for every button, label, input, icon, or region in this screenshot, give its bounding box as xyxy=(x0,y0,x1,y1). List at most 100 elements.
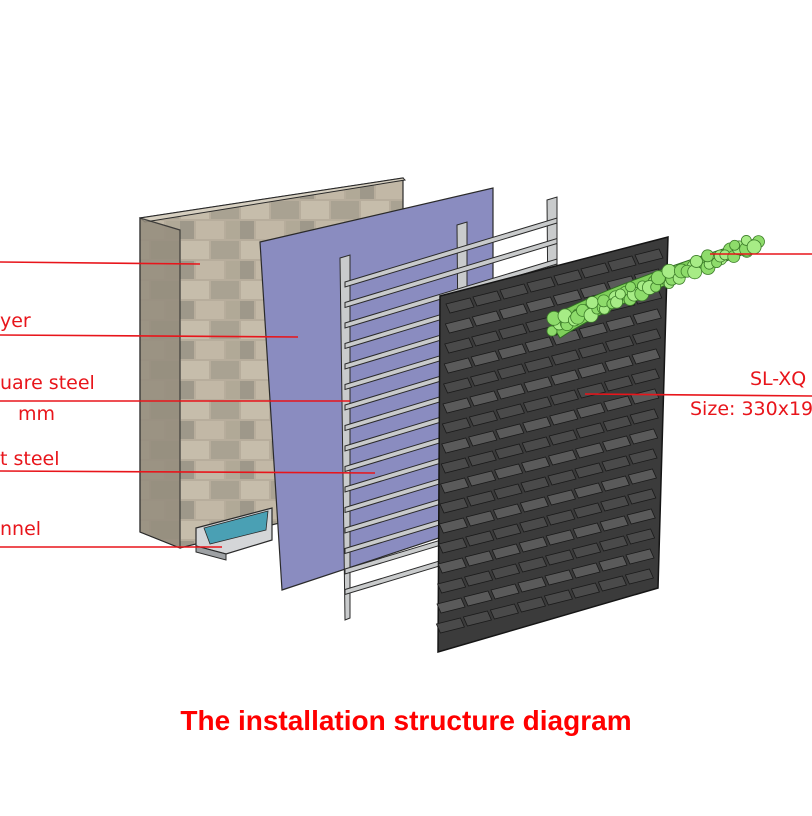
module-cup xyxy=(492,523,522,540)
module-cup xyxy=(577,362,607,379)
callout-line-wall xyxy=(0,261,201,265)
plant-leaf xyxy=(650,270,666,286)
module-cup xyxy=(437,557,467,574)
module-cup xyxy=(524,336,554,353)
module-cup xyxy=(466,490,496,507)
callout-line-flat-steel xyxy=(0,470,376,474)
steel-bar xyxy=(344,217,558,288)
module-cup xyxy=(605,335,635,352)
steel-bar xyxy=(344,237,558,309)
plant-strip xyxy=(546,235,765,339)
module-cup xyxy=(552,289,582,306)
module-cup xyxy=(545,529,575,546)
module-cup xyxy=(492,503,522,520)
module-cup xyxy=(469,390,499,407)
module-cup xyxy=(499,283,529,300)
module-cup xyxy=(465,510,495,527)
module-cup xyxy=(441,437,471,454)
label-product-name: SL-XQ xyxy=(750,368,807,390)
module-cup xyxy=(498,303,528,320)
module-cup xyxy=(495,403,525,420)
module-cup xyxy=(463,590,493,607)
plant-leaf xyxy=(625,281,636,293)
module-cup xyxy=(626,528,656,545)
module-cup xyxy=(603,395,633,412)
module-cup xyxy=(627,488,657,505)
drain-channel xyxy=(195,507,273,561)
module-cup xyxy=(445,297,475,314)
module-cup xyxy=(607,255,637,272)
module-cup xyxy=(576,402,606,419)
module-cup xyxy=(523,376,553,393)
module-cup xyxy=(628,448,658,465)
module-cup xyxy=(603,375,633,392)
module-cup xyxy=(553,269,583,286)
module-cup xyxy=(574,462,604,479)
module-cup xyxy=(576,382,606,399)
module-cup xyxy=(518,556,548,573)
module-cup xyxy=(632,308,662,325)
module-cup xyxy=(520,476,550,493)
module-cup xyxy=(465,530,495,547)
plant-leaf xyxy=(614,288,626,300)
module-cup xyxy=(547,469,577,486)
callout-line-layer xyxy=(0,334,299,338)
module-cup xyxy=(438,517,468,534)
module-cup xyxy=(435,617,465,634)
module-cup xyxy=(525,296,555,313)
module-cup xyxy=(519,496,549,513)
module-cup xyxy=(444,317,474,334)
module-cup xyxy=(627,468,657,485)
plant-leaf xyxy=(690,255,703,268)
module-cup xyxy=(600,475,630,492)
module-cup xyxy=(551,349,581,366)
module-cup xyxy=(471,310,501,327)
module-cup xyxy=(575,442,605,459)
module-cup xyxy=(600,495,630,512)
module-cup xyxy=(440,477,470,494)
label-product-size: Size: 330x19 xyxy=(690,398,812,420)
module-cup xyxy=(598,555,628,572)
callout-lines xyxy=(0,253,812,548)
planting-module xyxy=(435,236,669,654)
module-cup xyxy=(467,470,497,487)
plant-leaf xyxy=(701,249,714,263)
label-channel: nnel xyxy=(0,518,42,540)
module-cup xyxy=(575,422,605,439)
module-cup xyxy=(490,583,520,600)
module-cup xyxy=(545,549,575,566)
module-cup xyxy=(570,582,600,599)
module-cup xyxy=(580,262,610,279)
module-cup xyxy=(631,348,661,365)
module-cup xyxy=(491,563,521,580)
module-cup xyxy=(471,330,501,347)
module-cup xyxy=(518,536,548,553)
module-cup xyxy=(634,248,664,265)
module-cup xyxy=(571,562,601,579)
module-cup xyxy=(494,443,524,460)
label-flat-steel: t steel xyxy=(0,448,60,470)
module-cup xyxy=(544,569,574,586)
module-cup xyxy=(464,550,494,567)
module-cup xyxy=(442,397,472,414)
module-cup xyxy=(604,355,634,372)
module-cup xyxy=(437,577,467,594)
module-cup xyxy=(468,430,498,447)
plant-leaf xyxy=(585,296,599,309)
module-cup xyxy=(522,396,552,413)
module-cup xyxy=(495,423,525,440)
module-cup xyxy=(522,416,552,433)
module-cup xyxy=(439,497,469,514)
module-cup xyxy=(470,350,500,367)
module-cup xyxy=(436,597,466,614)
module-cup xyxy=(597,575,627,592)
module-cup xyxy=(602,415,632,432)
module-cup xyxy=(602,435,632,452)
module-cup xyxy=(440,457,470,474)
module-cup xyxy=(543,589,573,606)
module-cup xyxy=(519,516,549,533)
module-cup xyxy=(467,450,497,467)
module-cup xyxy=(632,328,662,345)
module-cup xyxy=(491,543,521,560)
